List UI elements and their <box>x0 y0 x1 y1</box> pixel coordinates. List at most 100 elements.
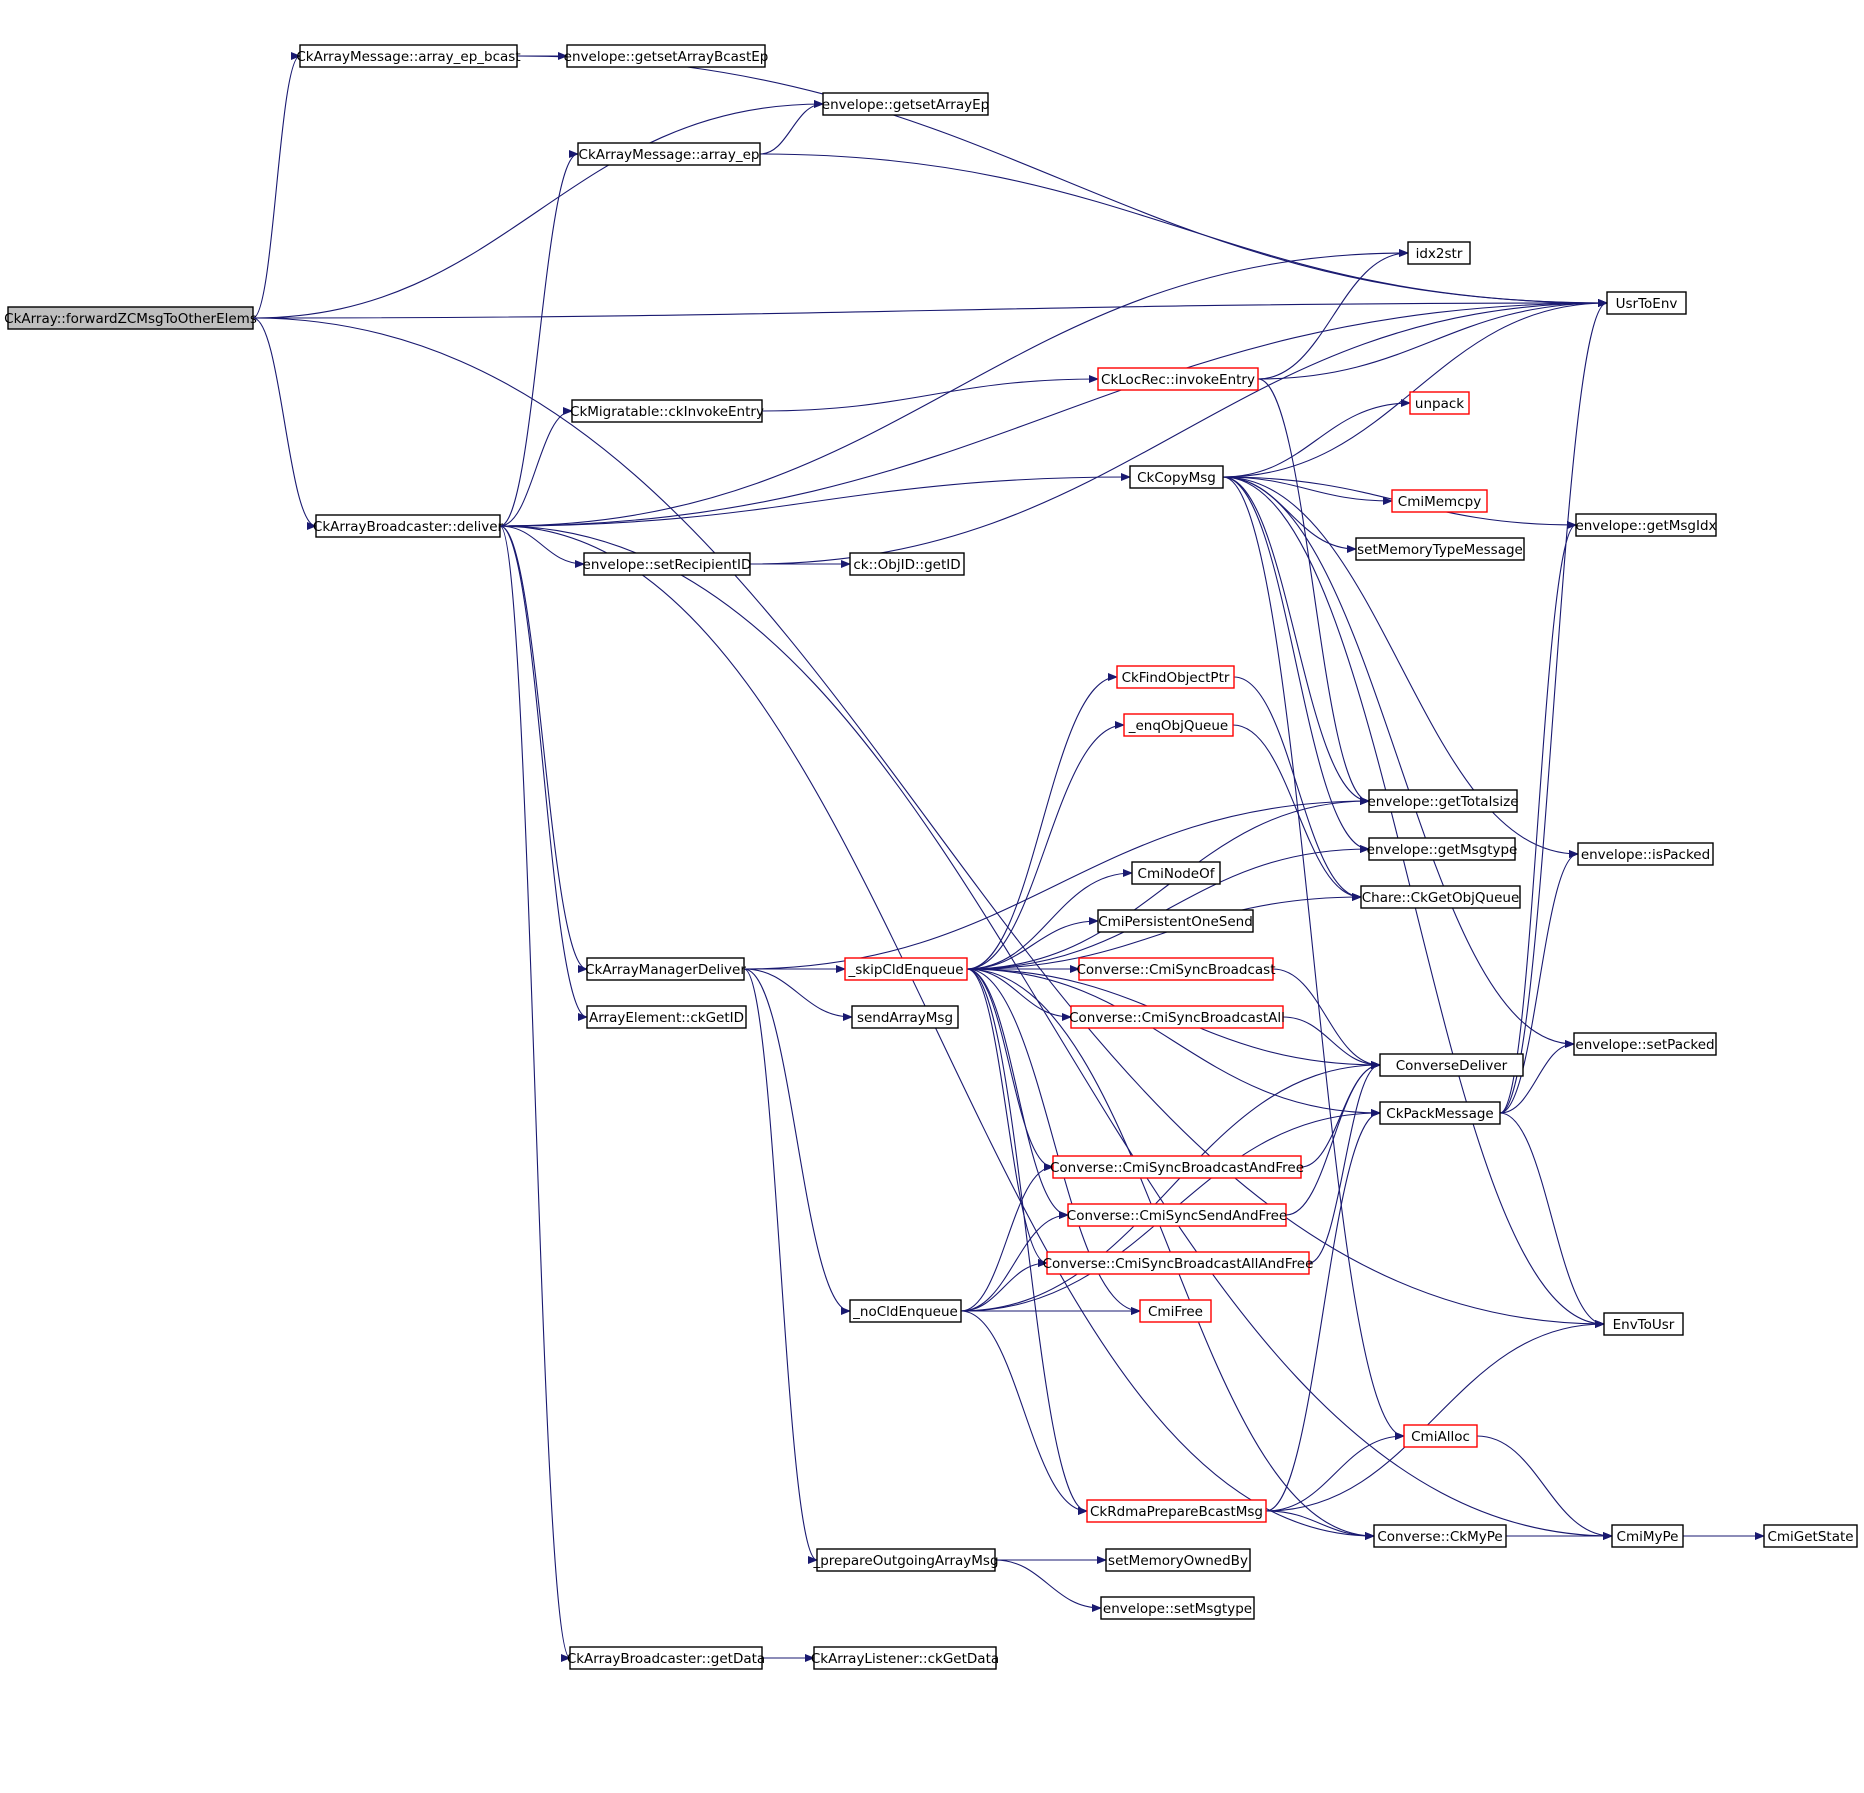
node-box-ckInvoke <box>571 399 763 423</box>
node-setMemOwn[interactable]: setMemoryOwnedBy <box>1105 1548 1251 1572</box>
node-cmiFree[interactable]: CmiFree <box>1139 1299 1212 1323</box>
node-ckInvoke[interactable]: CkMigratable::ckInvokeEntry <box>570 399 764 423</box>
node-CkCopyMsg[interactable]: CkCopyMsg <box>1129 465 1224 489</box>
node-enqObj[interactable]: _enqObjQueue <box>1123 713 1234 737</box>
node-bcast_ep[interactable]: CkArrayMessage::array_ep_bcast <box>296 44 521 68</box>
node-skipCld[interactable]: _skipCldEnqueue <box>844 957 968 981</box>
node-label-findObj: CkFindObjectPtr <box>1122 670 1230 686</box>
edge-noCld-to-sendFree <box>960 1211 1069 1312</box>
node-label-nodeOf: CmiNodeOf <box>1138 866 1216 882</box>
node-box-convDeliver <box>1379 1053 1524 1077</box>
node-findObj[interactable]: CkFindObjectPtr <box>1116 665 1235 689</box>
node-UsrToEnv[interactable]: UsrToEnv <box>1606 291 1687 315</box>
node-convDeliver[interactable]: ConverseDeliver <box>1379 1053 1524 1077</box>
edge-root-to-bcast_ep <box>252 52 301 319</box>
edge-packMsg-to-setPacked <box>1499 1040 1575 1114</box>
node-array_ep[interactable]: CkArrayMessage::array_ep <box>577 142 761 166</box>
node-setMsgtype[interactable]: envelope::setMsgtype <box>1100 1596 1255 1620</box>
node-box-mgrDeliver <box>586 957 745 981</box>
node-cmiAlloc[interactable]: CmiAlloc <box>1403 1424 1478 1448</box>
edge-invokeEntry-to-totalsize <box>1257 378 1370 805</box>
node-box-syncBcastAll <box>1070 1005 1284 1029</box>
node-objQueue[interactable]: Chare::CkGetObjQueue <box>1360 885 1521 909</box>
node-sendFree[interactable]: Converse::CmiSyncSendAndFree <box>1067 1203 1287 1227</box>
edge-packMsg-to-EnvToUsr <box>1499 1112 1605 1328</box>
node-prepOut[interactable]: _prepareOutgoingArrayMsg <box>812 1548 999 1572</box>
node-listenerGet[interactable]: CkArrayListener::ckGetData <box>811 1646 999 1670</box>
node-box-setMsgtype <box>1100 1596 1255 1620</box>
node-getID[interactable]: ck::ObjID::getID <box>849 552 965 576</box>
node-rdma[interactable]: CkRdmaPrepareBcastMsg <box>1086 1499 1267 1523</box>
edge-deliver-to-idx2str <box>499 249 1409 527</box>
node-box-objQueue <box>1360 885 1521 909</box>
edge-skipCld-to-bcastAllFree <box>966 968 1048 1267</box>
node-bcastAllFree[interactable]: Converse::CmiSyncBroadcastAllAndFree <box>1043 1251 1314 1275</box>
node-EnvToUsr[interactable]: EnvToUsr <box>1603 1312 1684 1336</box>
node-box-ckMyPe <box>1373 1524 1507 1548</box>
node-unpack[interactable]: unpack <box>1409 391 1470 415</box>
node-label-EnvToUsr: EnvToUsr <box>1613 1317 1675 1333</box>
node-label-packMsg: CkPackMessage <box>1386 1106 1493 1122</box>
node-label-getsetBcast: envelope::getsetArrayBcastEp <box>564 49 769 65</box>
node-deliver[interactable]: CkArrayBroadcaster::deliver <box>313 514 504 538</box>
edge-mgrDeliver-to-noCld <box>743 968 851 1315</box>
node-label-getMsgIdx: envelope::getMsgIdx <box>1575 518 1716 534</box>
edge-invokeEntry-to-UsrToEnv <box>1257 299 1608 380</box>
edge-skipCld-to-msgtype <box>966 845 1370 970</box>
node-persist[interactable]: CmiPersistentOneSend <box>1097 909 1254 933</box>
node-layer: CkArray::forwardZCMsgToOtherElemsCkArray… <box>4 44 1858 1670</box>
node-getsetEp[interactable]: envelope::getsetArrayEp <box>822 92 989 116</box>
edge-layer <box>252 52 1765 1662</box>
node-setRecip[interactable]: envelope::setRecipientID <box>583 552 752 576</box>
node-getData[interactable]: CkArrayBroadcaster::getData <box>567 1646 765 1670</box>
node-box-getsetBcast <box>566 44 766 68</box>
node-ckMyPe[interactable]: Converse::CkMyPe <box>1373 1524 1507 1548</box>
node-CmiMemcpy[interactable]: CmiMemcpy <box>1391 489 1488 513</box>
node-setMemType[interactable]: setMemoryTypeMessage <box>1355 537 1525 561</box>
node-box-invokeEntry <box>1097 367 1259 391</box>
node-label-sendArray: sendArrayMsg <box>857 1010 953 1026</box>
edge-skipCld-to-totalsize <box>966 797 1370 970</box>
node-mgrDeliver[interactable]: CkArrayManagerDeliver <box>585 957 746 981</box>
node-syncBcast[interactable]: Converse::CmiSyncBroadcast <box>1076 957 1276 981</box>
node-sendArray[interactable]: sendArrayMsg <box>851 1005 959 1029</box>
node-idx2str[interactable]: idx2str <box>1407 241 1471 265</box>
node-invokeEntry[interactable]: CkLocRec::invokeEntry <box>1097 367 1259 391</box>
node-label-noCld: _noCldEnqueue <box>852 1304 958 1320</box>
edge-skipCld-to-objQueue <box>966 893 1362 970</box>
node-ckGetID[interactable]: ArrayElement::ckGetID <box>586 1005 747 1029</box>
node-cmiMyPe[interactable]: CmiMyPe <box>1611 1524 1684 1548</box>
node-label-getState: CmiGetState <box>1767 1529 1853 1545</box>
edge-packMsg-to-getMsgIdx <box>1499 521 1577 1114</box>
edge-skipCld-to-packMsg <box>966 968 1381 1117</box>
node-noCld[interactable]: _noCldEnqueue <box>849 1299 962 1323</box>
node-box-cmiAlloc <box>1403 1424 1478 1448</box>
node-getState[interactable]: CmiGetState <box>1763 1524 1858 1548</box>
node-label-cmiMyPe: CmiMyPe <box>1617 1529 1679 1545</box>
node-box-EnvToUsr <box>1603 1312 1684 1336</box>
node-nodeOf[interactable]: CmiNodeOf <box>1131 861 1221 885</box>
node-box-cmiFree <box>1139 1299 1212 1323</box>
edge-mgrDeliver-to-sendArray <box>743 968 853 1021</box>
node-bcastFree[interactable]: Converse::CmiSyncBroadcastAndFree <box>1050 1155 1304 1179</box>
edge-CkCopyMsg-to-unpack <box>1222 399 1411 478</box>
node-packMsg[interactable]: CkPackMessage <box>1379 1101 1501 1125</box>
node-getMsgIdx[interactable]: envelope::getMsgIdx <box>1575 513 1717 537</box>
node-setPacked[interactable]: envelope::setPacked <box>1573 1032 1717 1056</box>
node-msgtype[interactable]: envelope::getMsgtype <box>1367 837 1518 861</box>
node-label-rdma: CkRdmaPrepareBcastMsg <box>1090 1504 1263 1520</box>
node-label-getsetEp: envelope::getsetArrayEp <box>822 97 989 113</box>
node-totalsize[interactable]: envelope::getTotalsize <box>1367 789 1519 813</box>
edge-noCld-to-rdma <box>960 1310 1088 1515</box>
node-root[interactable]: CkArray::forwardZCMsgToOtherElems <box>4 306 257 330</box>
edge-noCld-to-bcastAllFree <box>960 1259 1048 1312</box>
node-box-unpack <box>1409 391 1470 415</box>
node-syncBcastAll[interactable]: Converse::CmiSyncBroadcastAll <box>1069 1005 1285 1029</box>
node-label-CmiMemcpy: CmiMemcpy <box>1398 494 1481 510</box>
node-isPacked[interactable]: envelope::isPacked <box>1577 842 1714 866</box>
node-label-isPacked: envelope::isPacked <box>1581 847 1710 863</box>
node-label-setMsgtype: envelope::setMsgtype <box>1103 1601 1252 1617</box>
node-label-objQueue: Chare::CkGetObjQueue <box>1362 890 1520 906</box>
node-getsetBcast[interactable]: envelope::getsetArrayBcastEp <box>564 44 769 68</box>
node-box-getsetEp <box>822 92 989 116</box>
